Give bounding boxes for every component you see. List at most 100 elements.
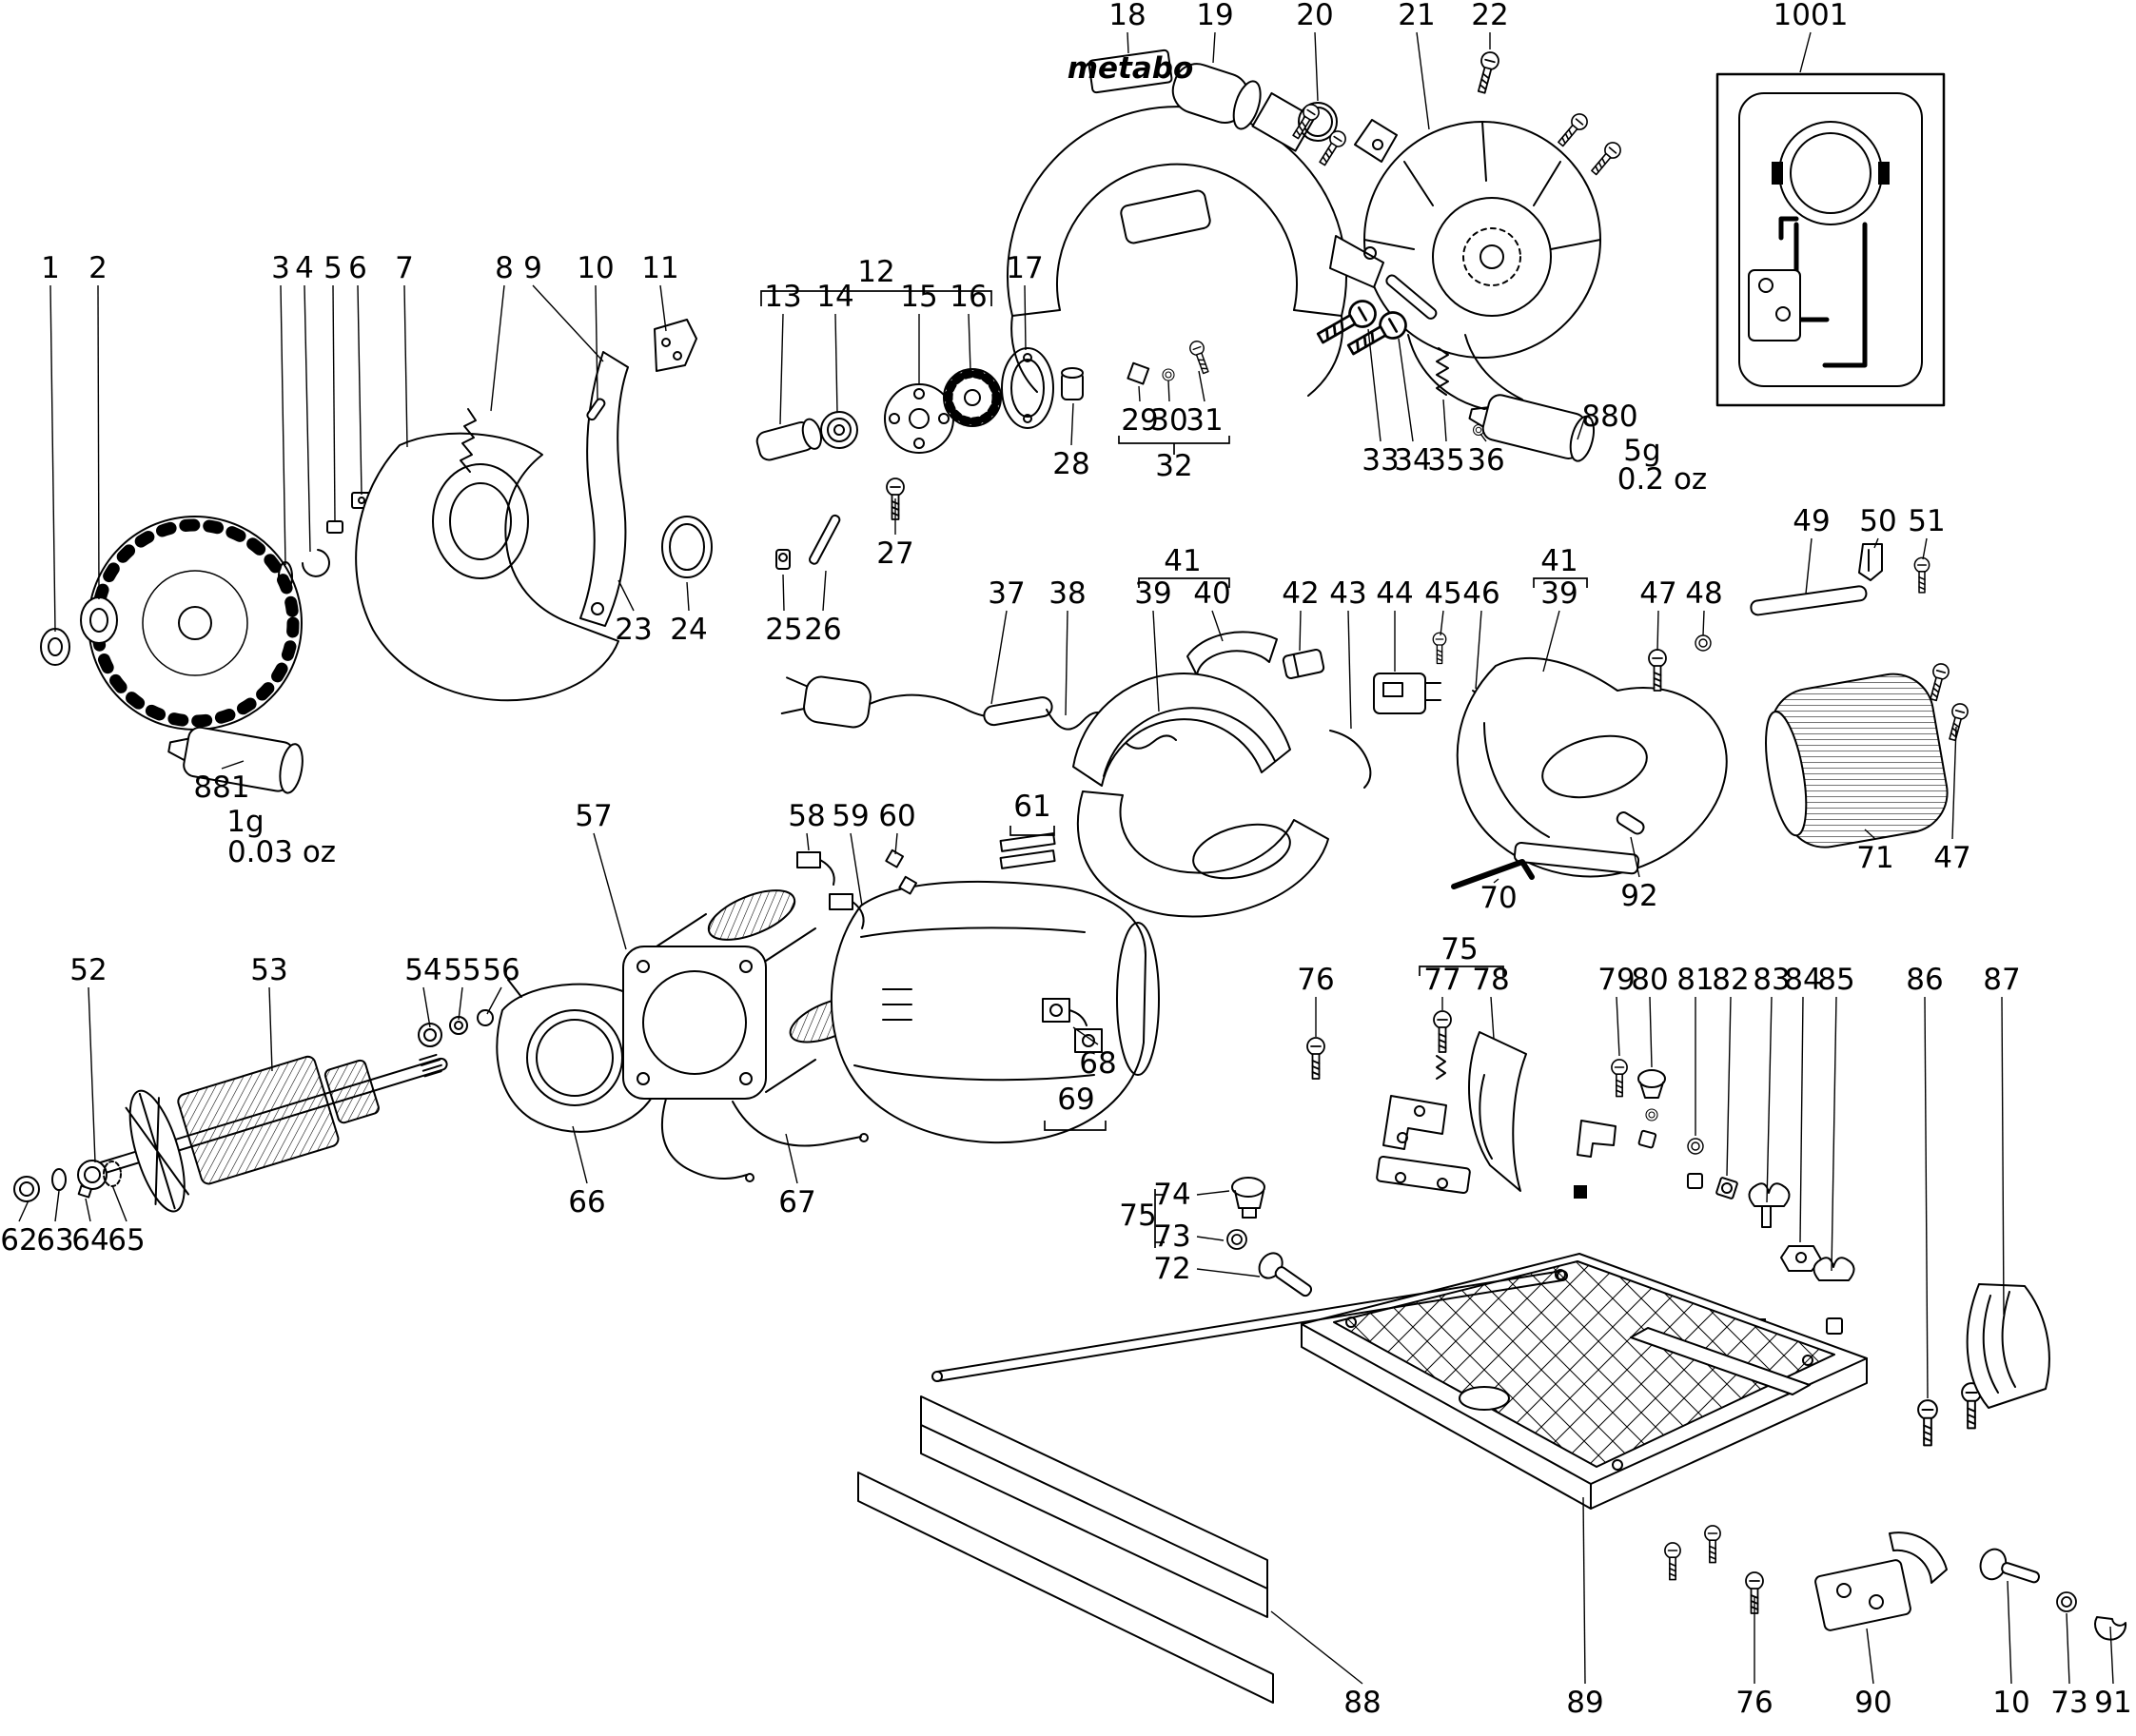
leader-line-86 [1924, 996, 1929, 1399]
part-label-881: 881 [193, 770, 249, 805]
leader-line-91 [2109, 1626, 2114, 1685]
part-label-5g: 5g [1623, 434, 1660, 468]
leader-line-56 [486, 986, 502, 1015]
part-label-55: 55 [443, 953, 480, 987]
part-label-20: 20 [1296, 0, 1333, 32]
part-label-92: 92 [1620, 879, 1657, 913]
part-label-76: 76 [1735, 1686, 1773, 1720]
part-label-68: 68 [1079, 1046, 1116, 1081]
leader-line-10 [2007, 1580, 2012, 1685]
part-label-39: 39 [1540, 576, 1578, 611]
leader-line-67 [785, 1133, 798, 1184]
leader-line-881 [221, 760, 245, 770]
motor-cap [1765, 673, 1949, 848]
part-label-70: 70 [1480, 881, 1517, 915]
part-label-82: 82 [1712, 963, 1749, 997]
handle-shell-right [1451, 543, 1970, 889]
part-label-66: 66 [568, 1185, 605, 1219]
armature [77, 1009, 494, 1213]
part-label-57: 57 [575, 799, 612, 833]
part-label-40: 40 [1193, 576, 1230, 611]
part-label-58: 58 [788, 799, 825, 833]
part-label-75: 75 [1119, 1199, 1156, 1233]
part-label-56: 56 [482, 953, 519, 987]
leader-line-88 [1270, 1610, 1363, 1685]
leader-line-63 [54, 1190, 60, 1222]
dust-tube [1171, 63, 1338, 142]
part-label-67: 67 [778, 1185, 815, 1219]
leader-line-34 [1398, 338, 1414, 442]
leader-line-6 [357, 284, 363, 496]
part-label-86: 86 [1906, 963, 1943, 997]
motor-housing [796, 832, 1160, 1144]
leader-line-55 [458, 986, 463, 1021]
part-label-81: 81 [1676, 963, 1714, 997]
part-label-metabo: metabo [1068, 51, 1194, 86]
leader-line-59 [850, 832, 863, 907]
leader-line-9 [532, 284, 604, 362]
leader-line-42 [1299, 610, 1302, 652]
part-label-10: 10 [1992, 1686, 2029, 1720]
part-label-4: 4 [295, 251, 314, 285]
part-label-69: 69 [1057, 1083, 1094, 1117]
leader-line-4 [304, 284, 311, 553]
leader-line-20 [1314, 31, 1319, 102]
leader-line-82 [1726, 996, 1732, 1177]
part-label-47: 47 [1933, 841, 1970, 875]
leader-line-90 [1866, 1628, 1874, 1685]
leader-line-83 [1766, 996, 1773, 1203]
leader-line-62 [18, 1200, 29, 1222]
leader-line-18 [1127, 31, 1129, 54]
part-label-17: 17 [1006, 251, 1043, 285]
leader-line-24 [686, 581, 690, 612]
leader-line-68 [1072, 1026, 1099, 1045]
leader-line-39 [1152, 610, 1160, 712]
leader-line-50 [1873, 537, 1879, 549]
leader-line-70 [1493, 878, 1499, 884]
grease-tube-880 [1468, 394, 1596, 462]
part-label-51: 51 [1908, 504, 1945, 538]
part-label-43: 43 [1329, 576, 1366, 611]
guard-screws [1127, 49, 1625, 437]
leader-line-33 [1367, 328, 1382, 442]
leader-line-72 [1196, 1268, 1261, 1278]
leader-line-92 [1630, 836, 1640, 878]
leader-line-65 [111, 1184, 127, 1222]
part-label-37: 37 [988, 576, 1025, 611]
part-label-50: 50 [1859, 504, 1896, 538]
leader-line-80 [1649, 996, 1653, 1068]
part-label-73: 73 [2050, 1686, 2087, 1720]
base-plate [1301, 1253, 1868, 1510]
part-label-34: 34 [1394, 443, 1431, 478]
part-label-10: 10 [577, 251, 614, 285]
part-label-14: 14 [816, 280, 853, 314]
part-label-80: 80 [1631, 963, 1668, 997]
leader-line-17 [1024, 284, 1027, 351]
leader-line-51 [1922, 537, 1928, 560]
wiring-diagram [1715, 72, 1946, 407]
label-bracket [1533, 577, 1588, 588]
label-bracket [760, 290, 992, 306]
part-label-15: 15 [900, 280, 937, 314]
part-label-24: 24 [670, 613, 707, 647]
part-label-29: 29 [1121, 403, 1158, 438]
part-label-73: 73 [1153, 1219, 1190, 1254]
part-label-35: 35 [1427, 443, 1464, 478]
leader-line-28 [1070, 402, 1074, 446]
part-label-18: 18 [1108, 0, 1146, 32]
part-label-2: 2 [88, 251, 108, 285]
leader-line-73 [1196, 1236, 1225, 1241]
part-label-84: 84 [1784, 963, 1821, 997]
leader-line-11 [659, 284, 667, 332]
part-label-880: 880 [1581, 400, 1637, 434]
part-label-7: 7 [395, 251, 414, 285]
label-bracket [1009, 826, 1055, 836]
part-label-88: 88 [1343, 1686, 1381, 1720]
part-label-79: 79 [1597, 963, 1635, 997]
part-label-6: 6 [348, 251, 367, 285]
part-label-71: 71 [1856, 841, 1893, 875]
leader-line-71 [1864, 829, 1876, 840]
leader-line-79 [1616, 996, 1620, 1057]
artwork [13, 49, 2127, 1704]
